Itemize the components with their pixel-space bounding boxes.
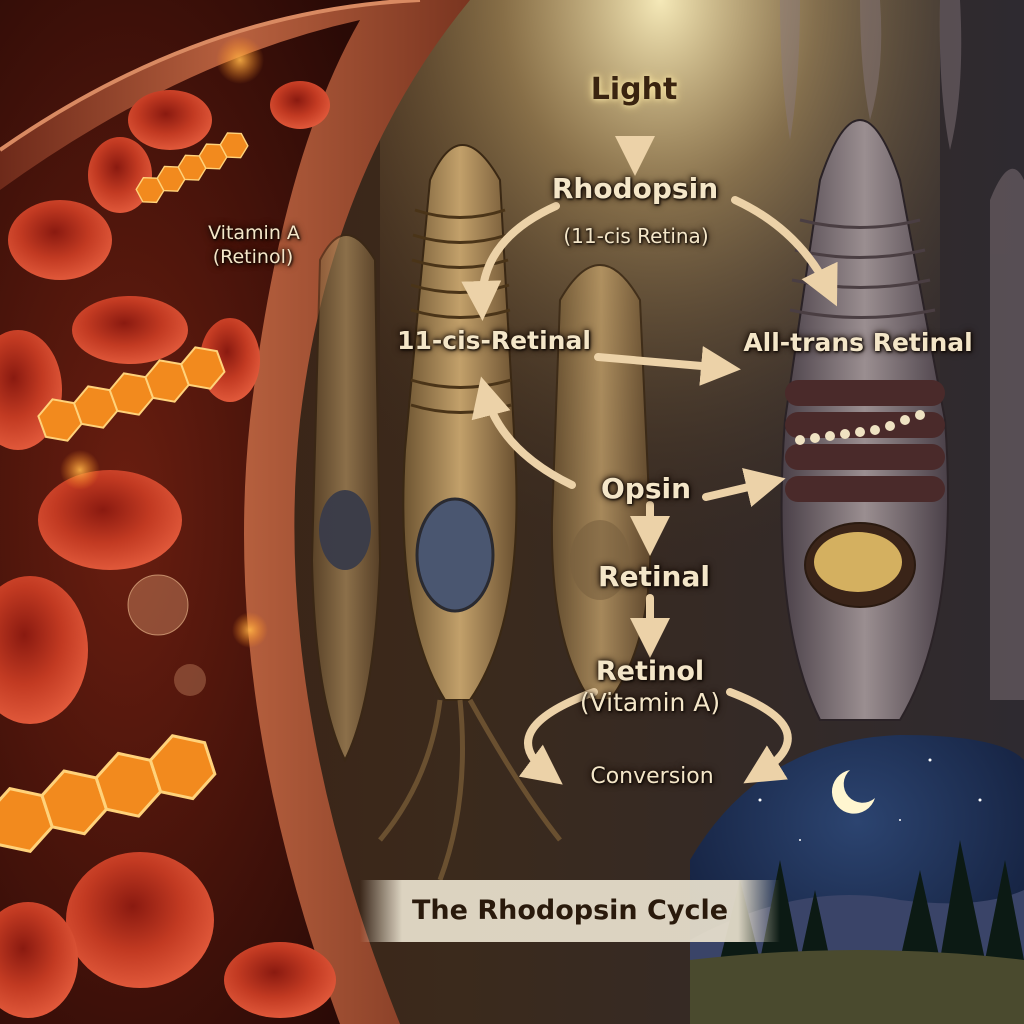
rod-cell-background-left <box>310 234 382 763</box>
arrow-rhodopsin-to-11cis <box>461 202 560 321</box>
title-banner <box>360 880 780 942</box>
arrow-retinol-left-loop <box>518 688 598 785</box>
rhodopsin-label: Rhodopsin <box>551 172 719 205</box>
arrow-opsin-to-11cis <box>471 376 576 489</box>
all-trans-retinal-label: All-trans Retinal <box>743 328 973 357</box>
vitamin-a-sublabel: (Retinol) <box>212 246 294 268</box>
retinol-label: Retinol <box>595 656 705 687</box>
rhodopsin-sublabel: (11-cis Retina) <box>563 224 709 248</box>
light-label: Light <box>590 72 678 107</box>
conversion-label: Conversion <box>590 764 714 789</box>
arrow-retinol-right-loop <box>726 688 792 784</box>
rod-cell-middle <box>550 264 652 701</box>
diagram-title: The Rhodopsin Cycle <box>411 895 729 926</box>
arrow-11cis-to-alltrans <box>594 346 741 386</box>
cycle-arrows <box>461 136 838 785</box>
red-blood-cells <box>0 36 336 1018</box>
arrow-rhodopsin-to-alltrans <box>731 196 838 307</box>
cis-retinal-label: 11-cis-Retinal <box>397 326 591 355</box>
membrane-disks <box>785 380 945 502</box>
cell-tops-background <box>780 0 1024 700</box>
nucleus <box>415 497 495 613</box>
arrow-opsin-to-cone <box>702 468 786 507</box>
mitochondria <box>814 532 902 592</box>
retinal-label: Retinal <box>598 560 710 593</box>
opsin-label: Opsin <box>600 472 692 505</box>
moon-icon <box>831 770 875 814</box>
retinol-sublabel: (Vitamin A) <box>579 688 721 717</box>
vitamin-a-label: Vitamin A <box>208 222 300 244</box>
vitamin-a-molecules <box>0 132 249 854</box>
